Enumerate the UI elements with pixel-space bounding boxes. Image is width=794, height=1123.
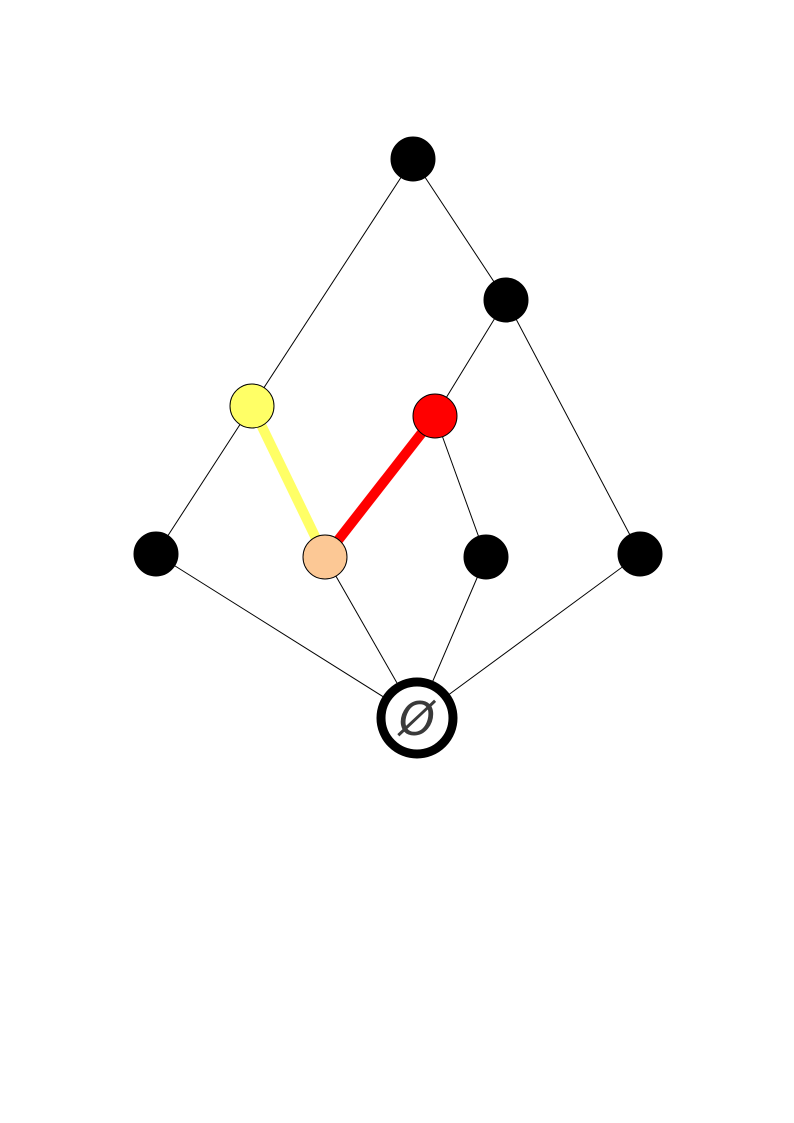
node-top — [390, 136, 436, 182]
edge-lower-1-to-bottom — [155, 553, 418, 719]
empty-set-ring — [376, 677, 458, 759]
edge-middle-right-to-lower-2 — [321, 412, 439, 561]
node-upper-right — [483, 277, 529, 323]
empty-set-label: Ø — [397, 692, 437, 746]
nodes-layer — [133, 136, 663, 580]
edge-top-to-upper-right — [412, 158, 507, 301]
edge-middle-left-to-lower-1 — [155, 405, 253, 555]
edge-lower-4-to-bottom — [416, 553, 641, 719]
empty-set-node: Ø — [376, 677, 458, 759]
edge-upper-right-to-lower-4 — [505, 299, 641, 555]
node-middle-left — [229, 383, 275, 429]
node-lower-2 — [302, 534, 348, 580]
node-lower-1 — [133, 531, 179, 577]
node-lower-3 — [463, 534, 509, 580]
node-middle-right — [412, 393, 458, 439]
node-lower-4 — [617, 531, 663, 577]
edge-middle-right-to-lower-3 — [434, 415, 487, 558]
edge-top-to-middle-left — [251, 158, 414, 407]
edge-upper-right-to-middle-right — [434, 299, 507, 417]
edges-layer — [155, 158, 641, 719]
edge-middle-left-to-lower-2 — [247, 403, 330, 560]
